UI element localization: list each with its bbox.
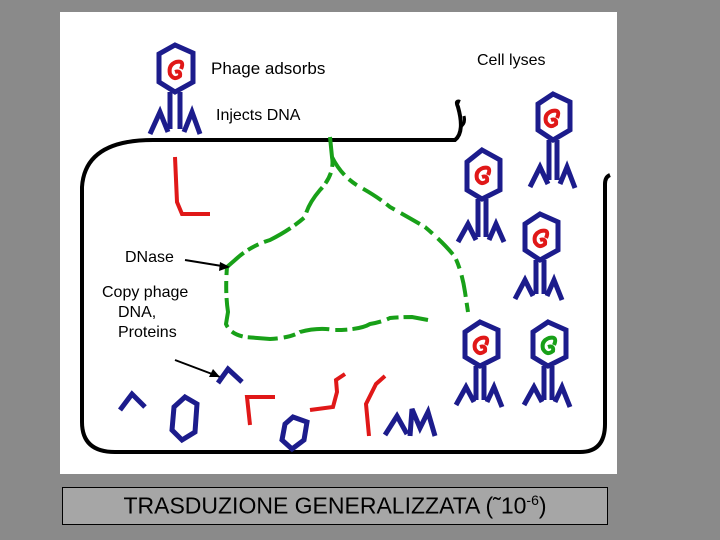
host-chromosome-right bbox=[330, 156, 470, 313]
cell-wall-lysis-break bbox=[459, 115, 466, 129]
cell-wall bbox=[80, 138, 611, 454]
tail-fiber-part bbox=[118, 390, 147, 412]
head-part bbox=[169, 393, 200, 444]
caption-exponent: -6 bbox=[526, 492, 539, 509]
diagram-panel: Phage adsorbs Injects DNA Cell lyses DNa… bbox=[60, 12, 617, 474]
transducing-phage bbox=[521, 319, 573, 408]
released-phage-4 bbox=[453, 319, 505, 408]
released-phage-2 bbox=[455, 147, 507, 244]
cell-wall-top bbox=[153, 99, 463, 142]
label-injects-dna: Injects DNA bbox=[216, 107, 301, 124]
caption-main: TRASDUZIONE GENERALIZZATA (˜10 bbox=[123, 492, 527, 519]
dnase-arrow-head bbox=[219, 262, 230, 271]
label-copy-phage: Copy phage bbox=[102, 284, 189, 301]
caption-close: ) bbox=[538, 492, 547, 519]
label-dnase: DNase bbox=[125, 249, 174, 266]
host-chromosome bbox=[223, 136, 429, 342]
transducing-phage-host-dna bbox=[540, 335, 558, 356]
label-copy-dna: DNA, bbox=[118, 304, 157, 321]
caption-box: TRASDUZIONE GENERALIZZATA (˜10-6) bbox=[62, 487, 608, 525]
released-phage-1 bbox=[527, 91, 578, 189]
transduction-diagram bbox=[80, 42, 611, 454]
tail-fiber-part-2 bbox=[215, 365, 244, 385]
tail-parts bbox=[382, 405, 438, 437]
adsorbing-phage bbox=[147, 42, 203, 136]
copy-arrow-head bbox=[209, 369, 220, 377]
label-phage-adsorbs: Phage adsorbs bbox=[211, 59, 326, 78]
dna-fragment-3 bbox=[363, 374, 387, 437]
label-cell-lyses: Cell lyses bbox=[477, 52, 546, 69]
head-part-2 bbox=[279, 414, 310, 453]
label-copy-proteins: Proteins bbox=[118, 324, 177, 341]
caption: TRASDUZIONE GENERALIZZATA (˜10-6) bbox=[123, 492, 546, 520]
dna-fragment-2 bbox=[309, 372, 347, 412]
dna-fragment-1 bbox=[244, 395, 275, 426]
released-phage-3 bbox=[512, 211, 565, 301]
injected-phage-dna bbox=[173, 156, 210, 216]
